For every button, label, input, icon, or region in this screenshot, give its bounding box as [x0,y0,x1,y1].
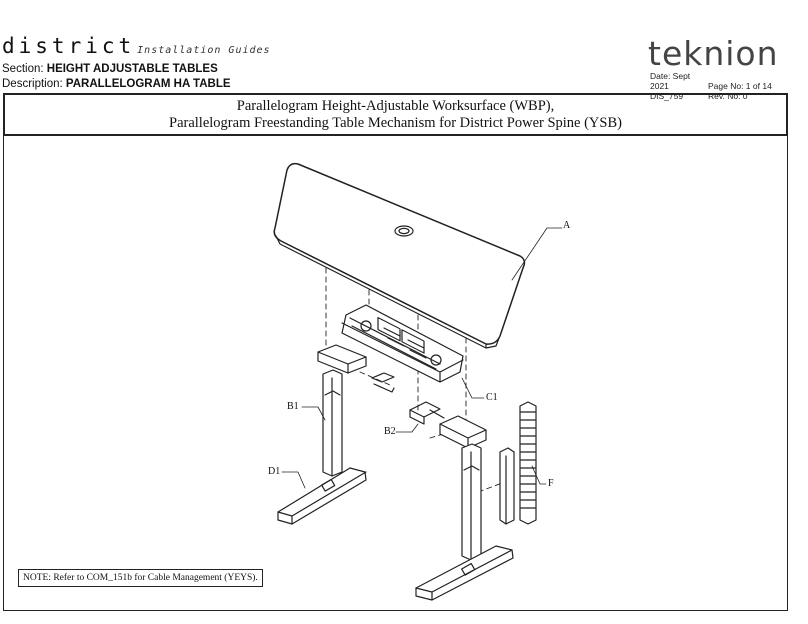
leg-right [415,443,514,601]
section-value: HEIGHT ADJUSTABLE TABLES [46,63,218,75]
description-value: PARALLELOGRAM HA TABLE [65,78,231,90]
brand-name: district [2,34,136,58]
title-line-1: Parallelogram Height-Adjustable Worksurf… [236,98,555,114]
section-line: Section: HEIGHT ADJUSTABLE TABLES [2,63,218,75]
doc-page: Page No: 1 of 14 [708,81,772,91]
description-line: Description: PARALLELOGRAM HA TABLE [2,78,231,90]
cable-management-note: NOTE: Refer to COM_151b for Cable Manage… [18,569,263,587]
worksurface-a [273,162,526,349]
description-label: Description: [2,78,63,90]
cable-manager-f [499,401,537,525]
doc-revision: Rev. No: 0 [708,91,748,101]
callout-f: F [548,478,554,489]
power-spine-c1 [341,304,464,383]
title-line-2: Parallelogram Freestanding Table Mechani… [169,115,622,131]
teknion-logo: teknion [648,34,779,73]
leg-b1 [277,344,395,525]
section-label: Section: [2,63,44,75]
callout-b2: B2 [384,426,396,437]
callout-c1: C1 [486,392,498,403]
doc-date: Date: Sept 2021 [650,71,691,91]
callout-a: A [563,220,571,231]
title-box: Parallelogram Height-Adjustable Worksurf… [3,93,788,136]
bracket-b2 [409,401,487,449]
doc-id: DIS_759 [650,91,684,101]
callout-b1: B1 [287,401,299,412]
brand-subtitle: Installation Guides [137,45,271,56]
callout-d1: D1 [268,466,281,477]
